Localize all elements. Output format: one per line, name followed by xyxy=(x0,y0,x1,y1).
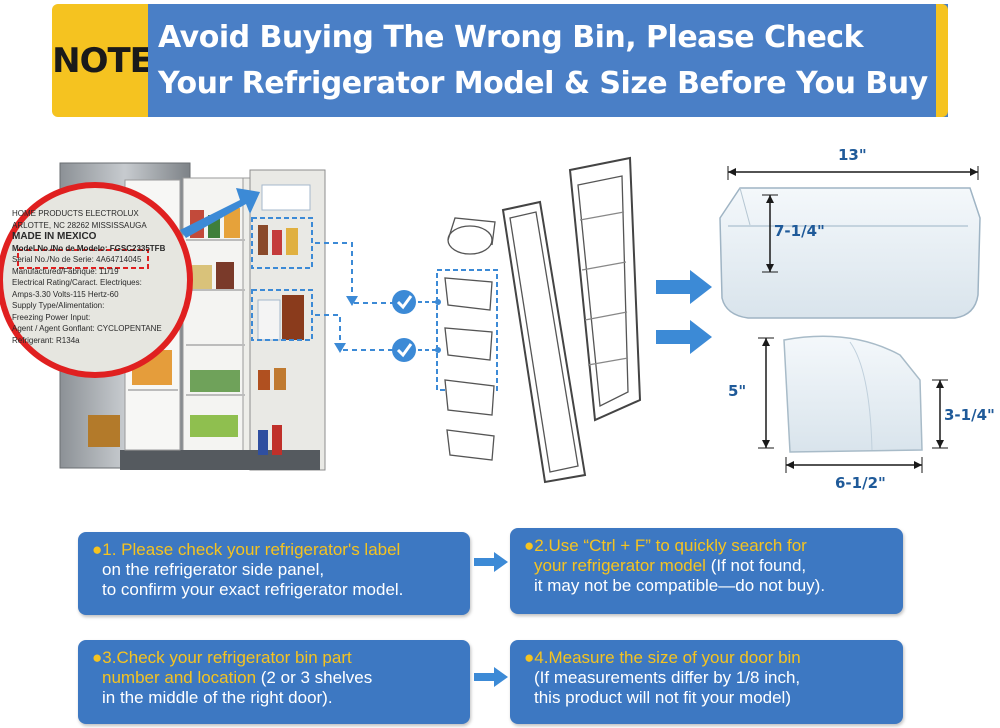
step-1-line-3: to confirm your exact refrigerator model… xyxy=(102,580,404,599)
label-sticker-text: HOME PRODUCTS ELECTROLUX ARLOTTE, NC 282… xyxy=(12,208,172,358)
bullet-icon: ● xyxy=(524,536,535,555)
dim-top-height: 7-1/4" xyxy=(774,222,825,240)
step-2-line-2-gold: your refrigerator model xyxy=(534,556,706,575)
label-line-model: Model No./No de Modelo: FGSC2335TFB xyxy=(12,243,166,253)
step-4-box: ●4.Measure the size of your door bin (If… xyxy=(510,640,903,724)
note-label: NOTE xyxy=(52,40,153,81)
label-line: Electrical Rating/Caract. Electriques: xyxy=(12,278,142,287)
label-line: Manufactured/Fabrique: 11/19 xyxy=(12,266,119,276)
step-3-line-3: in the middle of the right door). xyxy=(102,688,333,707)
dim-bottom-side: 3-1/4" xyxy=(944,406,995,424)
label-line: ARLOTTE, NC 28262 MISSISSAUGA xyxy=(12,220,147,230)
refrigerator-image xyxy=(59,162,326,471)
step-1-box: ●1. Please check your refrigerator's lab… xyxy=(78,532,470,615)
note-tab: NOTE xyxy=(52,4,153,117)
label-line: Serial No./No de Serie: 4A64714045 xyxy=(12,255,142,264)
banner-message: Avoid Buying The Wrong Bin, Please Check… xyxy=(148,4,948,117)
label-line: Refrigerant: R134a xyxy=(12,335,80,345)
step-2-box: ●2.Use “Ctrl + F” to quickly search for … xyxy=(510,528,903,614)
label-line: Freezing Power Input: xyxy=(12,312,91,322)
arrow-step-1-to-2 xyxy=(474,552,508,572)
label-line: Amps-3.30 Volts-115 Hertz-60 xyxy=(12,289,119,299)
scene-graphic xyxy=(0,156,981,484)
step-4-line-3: this product will not fit your model) xyxy=(534,688,791,707)
arrow-step-3-to-4 xyxy=(474,667,508,687)
step-1-line-2: on the refrigerator side panel, xyxy=(102,560,325,579)
step-4-line-1: 4.Measure the size of your door bin xyxy=(534,648,801,667)
step-3-line-1: 3.Check your refrigerator bin part xyxy=(102,648,352,667)
large-bin-image xyxy=(719,166,981,319)
step-4-line-2: (If measurements differ by 1/8 inch, xyxy=(534,668,801,687)
bullet-icon: ● xyxy=(92,540,103,559)
check-icon-1 xyxy=(392,290,416,314)
bullet-icon: ● xyxy=(92,648,103,667)
bullet-icon: ● xyxy=(524,648,535,667)
step-3-box: ●3.Check your refrigerator bin part numb… xyxy=(78,640,470,724)
dim-bottom-width: 6-1/2" xyxy=(835,474,886,492)
label-line: HOME PRODUCTS ELECTROLUX xyxy=(12,209,139,218)
step-2-line-2: (If not found, xyxy=(705,556,807,575)
small-bin-image xyxy=(758,335,948,473)
arrow-to-small-bin xyxy=(656,320,712,354)
header-banner: NOTE Avoid Buying The Wrong Bin, Please … xyxy=(52,4,948,117)
step-3-line-2: (2 or 3 shelves xyxy=(256,668,373,687)
illustration-scene: HOME PRODUCTS ELECTROLUX ARLOTTE, NC 282… xyxy=(0,130,1000,520)
banner-gold-edge xyxy=(936,4,948,117)
door-bin-diagram xyxy=(436,156,642,484)
step-2-line-1: 2.Use “Ctrl + F” to quickly search for xyxy=(534,536,807,555)
banner-line-2: Your Refrigerator Model & Size Before Yo… xyxy=(158,65,928,101)
label-line: MADE IN MEXICO xyxy=(12,231,97,242)
step-2-line-3: it may not be compatible—do not buy). xyxy=(534,576,826,595)
label-line: Agent / Agent Gonflant: CYCLOPENTANE xyxy=(12,324,162,333)
check-icon-2 xyxy=(392,338,416,362)
step-1-line-1: 1. Please check your refrigerator's labe… xyxy=(102,540,401,559)
dim-bottom-height: 5" xyxy=(728,382,747,400)
label-magnifier xyxy=(0,182,260,378)
banner-line-1: Avoid Buying The Wrong Bin, Please Check xyxy=(158,19,864,55)
dim-top-width: 13" xyxy=(838,146,867,164)
label-line: Supply Type/Alimentation: xyxy=(12,301,105,310)
step-3-line-2-gold: number and location xyxy=(102,668,257,687)
arrow-to-large-bin xyxy=(656,270,712,304)
